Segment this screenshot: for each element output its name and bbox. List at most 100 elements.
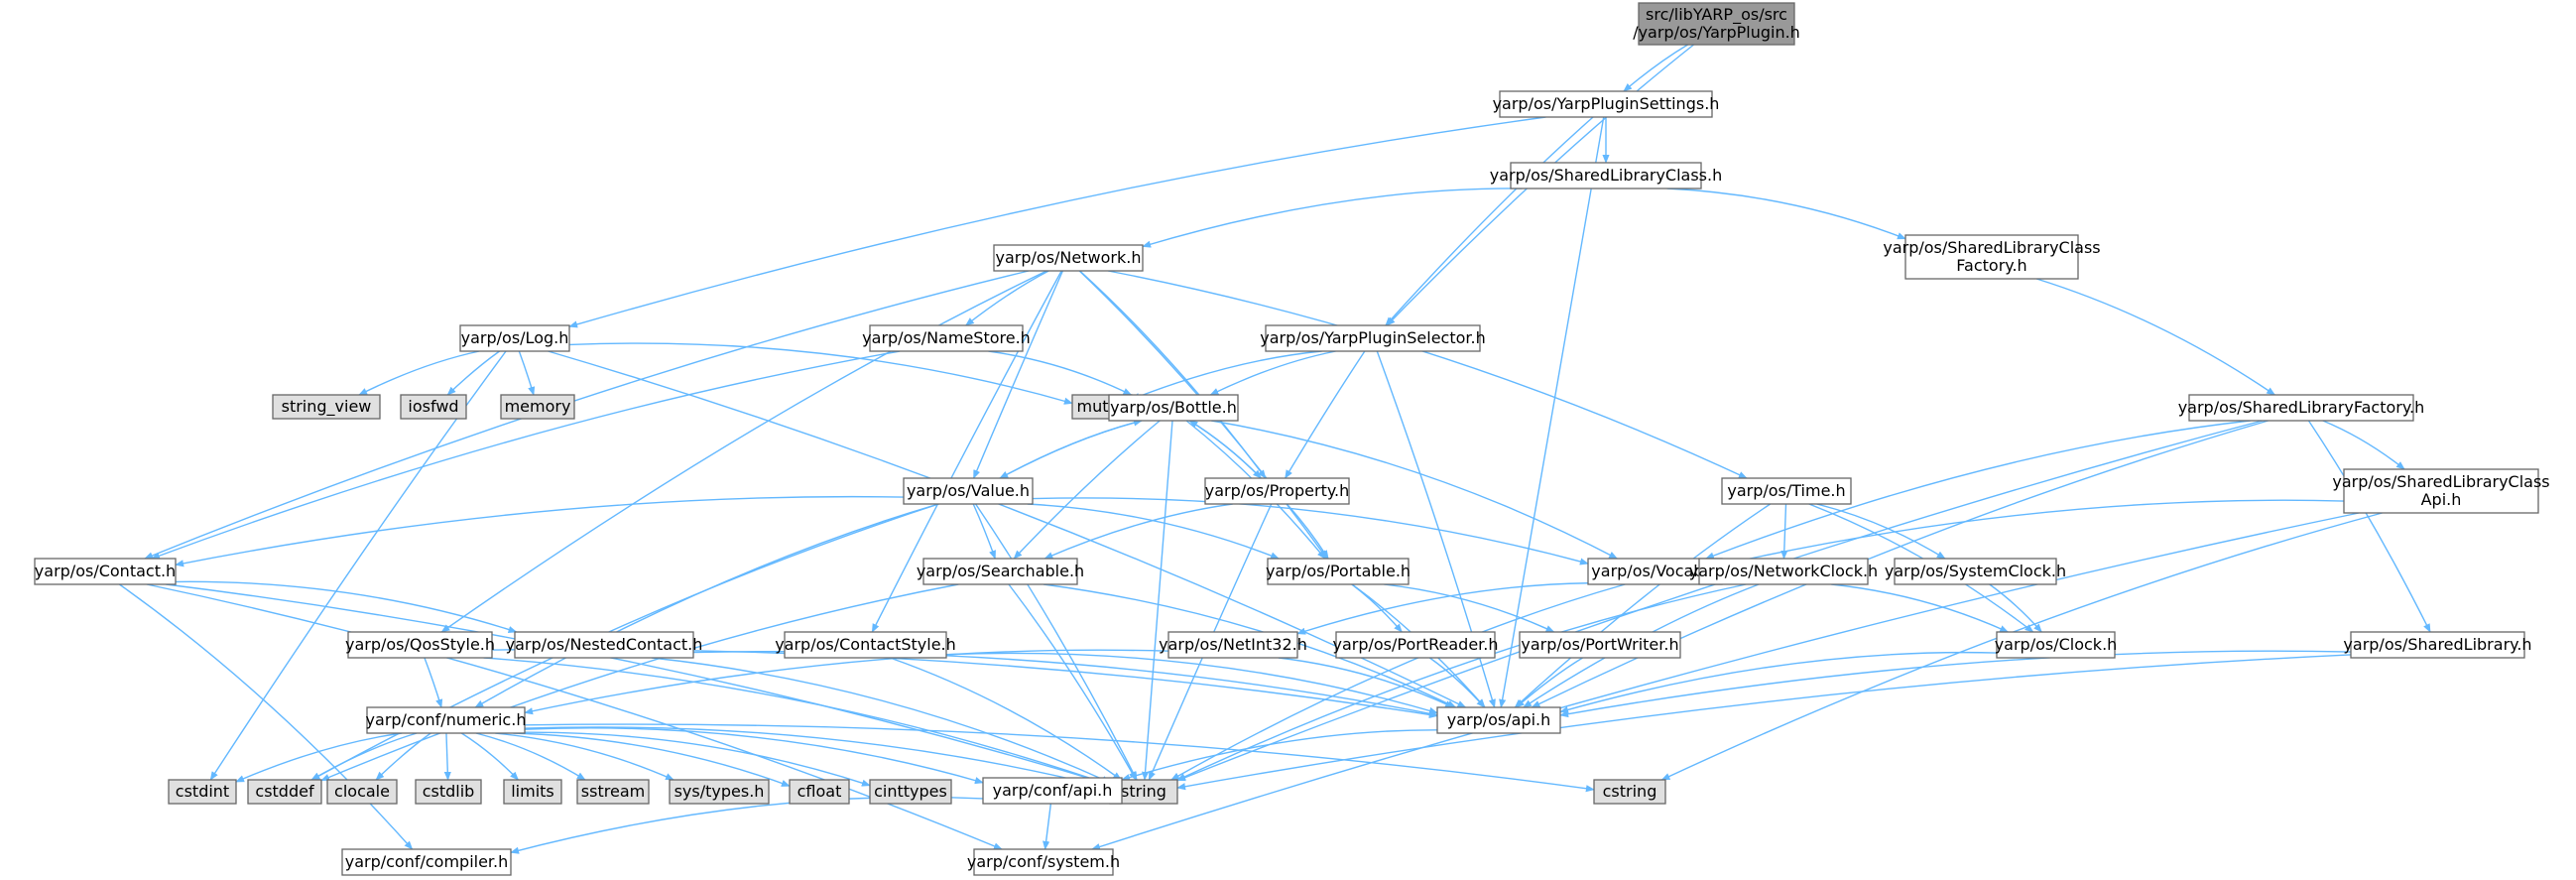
edge-log-to-string_view bbox=[358, 350, 480, 396]
node-box bbox=[2350, 631, 2525, 659]
node-plugin-selector[interactable]: yarp/os/YarpPluginSelector.h bbox=[1260, 324, 1486, 352]
edge-network_clock-to-clock bbox=[1831, 583, 2010, 633]
edge-numeric-to-cstdint bbox=[235, 732, 403, 783]
node-box bbox=[1904, 234, 2079, 280]
edge-numeric-to-cfloat bbox=[513, 732, 791, 787]
node-value[interactable]: yarp/os/Value.h bbox=[903, 477, 1034, 505]
node-label: iosfwd bbox=[408, 397, 458, 416]
node-contact-style[interactable]: yarp/os/ContactStyle.h bbox=[775, 631, 956, 659]
edge-plugin_selector-to-property bbox=[1285, 350, 1366, 479]
node-shlib-class[interactable]: yarp/os/SharedLibraryClass.h bbox=[1490, 162, 1723, 189]
node-qos[interactable]: yarp/os/QosStyle.h bbox=[345, 631, 495, 659]
node-port-reader[interactable]: yarp/os/PortReader.h bbox=[1332, 631, 1499, 659]
edge-qos-to-numeric bbox=[424, 657, 443, 708]
node-network[interactable]: yarp/os/Network.h bbox=[993, 244, 1144, 272]
edge-searchable-to-cstddef bbox=[320, 583, 959, 782]
node-box bbox=[366, 706, 526, 734]
node-numeric[interactable]: yarp/conf/numeric.h bbox=[366, 706, 527, 734]
node-box bbox=[500, 394, 575, 420]
node-conf-api[interactable]: yarp/conf/api.h bbox=[982, 777, 1123, 805]
edge-shlib_class_api-to-vocab bbox=[1721, 499, 2345, 566]
node-box bbox=[1108, 394, 1239, 422]
node-bottle[interactable]: yarp/os/Bottle.h bbox=[1108, 394, 1239, 422]
node-label: yarp/os/Network.h bbox=[996, 248, 1142, 267]
node-label: cstdint bbox=[176, 782, 229, 801]
edge-contact_style-to-os_api bbox=[945, 652, 1438, 714]
node-label: yarp/conf/numeric.h bbox=[366, 710, 527, 729]
node-box bbox=[789, 779, 850, 805]
node-root: src/libYARP_os/src/yarp/os/YarpPlugin.h bbox=[1633, 2, 1800, 46]
node-box bbox=[982, 777, 1123, 805]
node-property[interactable]: yarp/os/Property.h bbox=[1204, 477, 1350, 505]
edge-shlib_class-to-network bbox=[1142, 188, 1523, 248]
node-port-writer[interactable]: yarp/os/PortWriter.h bbox=[1519, 631, 1681, 659]
edge-netint32-to-numeric bbox=[524, 649, 1169, 715]
node-box bbox=[1204, 477, 1350, 505]
node-box bbox=[2343, 468, 2539, 514]
node-label: cstring bbox=[1603, 782, 1657, 801]
node-box bbox=[1721, 477, 1852, 505]
edge-numeric-to-cstdlib bbox=[443, 732, 451, 781]
node-label: yarp/os/PortWriter.h bbox=[1521, 635, 1678, 654]
node-box bbox=[400, 394, 467, 420]
node-box bbox=[2188, 394, 2414, 422]
node-label: yarp/os/SharedLibraryClass bbox=[2332, 472, 2549, 491]
edge-searchable-to-string bbox=[1008, 583, 1137, 781]
node-label: Factory.h bbox=[1956, 256, 2026, 275]
edge-shlib_factory-to-shlib bbox=[2307, 420, 2431, 633]
edge-bottle-to-string bbox=[1141, 420, 1173, 781]
node-label: yarp/os/Vocab.h bbox=[1591, 562, 1718, 580]
node-box bbox=[247, 779, 322, 805]
node-nested-contact[interactable]: yarp/os/NestedContact.h bbox=[506, 631, 703, 659]
node-box bbox=[1519, 631, 1681, 659]
node-plugin-settings[interactable]: yarp/os/YarpPluginSettings.h bbox=[1493, 90, 1720, 118]
edge-value-to-contact bbox=[175, 495, 905, 567]
node-time[interactable]: yarp/os/Time.h bbox=[1721, 477, 1852, 505]
node-shlib-factory[interactable]: yarp/os/SharedLibraryFactory.h bbox=[2178, 394, 2425, 422]
node-clock[interactable]: yarp/os/Clock.h bbox=[1995, 631, 2118, 659]
edge-bottle-to-value bbox=[999, 420, 1143, 479]
node-compiler[interactable]: yarp/conf/compiler.h bbox=[341, 848, 512, 876]
node-label: string bbox=[1121, 782, 1166, 801]
edge-os_api-to-conf_api bbox=[1121, 729, 1438, 782]
node-system[interactable]: yarp/conf/system.h bbox=[967, 848, 1120, 876]
edge-plugin_settings-to-os_api bbox=[1499, 116, 1605, 708]
edge-vocab-to-netint32 bbox=[1296, 582, 1589, 635]
node-log[interactable]: yarp/os/Log.h bbox=[459, 324, 570, 352]
node-shlib[interactable]: yarp/os/SharedLibrary.h bbox=[2343, 631, 2532, 659]
edge-qos-to-string bbox=[483, 657, 1111, 786]
node-searchable[interactable]: yarp/os/Searchable.h bbox=[917, 558, 1084, 585]
node-contact[interactable]: yarp/os/Contact.h bbox=[34, 558, 177, 585]
node-label: yarp/os/Clock.h bbox=[1995, 635, 2118, 654]
node-label: sys/types.h bbox=[675, 782, 765, 801]
node-label: yarp/os/Property.h bbox=[1205, 481, 1350, 500]
node-netint32[interactable]: yarp/os/NetInt32.h bbox=[1159, 631, 1307, 659]
node-network-clock[interactable]: yarp/os/NetworkClock.h bbox=[1689, 558, 1878, 585]
edge-time-to-system_clock bbox=[1816, 503, 1946, 560]
node-box bbox=[1894, 558, 2057, 585]
node-systypes: sys/types.h bbox=[669, 779, 770, 805]
node-iosfwd: iosfwd bbox=[400, 394, 467, 420]
node-label: string_view bbox=[282, 397, 372, 417]
edge-log-to-iosfwd bbox=[446, 350, 500, 396]
node-os-api[interactable]: yarp/os/api.h bbox=[1436, 706, 1561, 734]
edge-vocab-to-string bbox=[1170, 583, 1626, 781]
node-label: Api.h bbox=[2421, 490, 2462, 509]
node-system-clock[interactable]: yarp/os/SystemClock.h bbox=[1885, 558, 2066, 585]
node-label: sstream bbox=[581, 782, 645, 801]
edge-time-to-os_api bbox=[1514, 503, 1772, 708]
edge-property-to-bottle bbox=[1188, 420, 1262, 479]
node-namestore[interactable]: yarp/os/NameStore.h bbox=[862, 324, 1031, 352]
dependency-edges bbox=[118, 44, 2431, 854]
node-portable[interactable]: yarp/os/Portable.h bbox=[1266, 558, 1411, 585]
edge-numeric-to-limits bbox=[460, 732, 520, 781]
dependency-nodes: src/libYARP_os/src/yarp/os/YarpPlugin.hy… bbox=[34, 2, 2550, 876]
edge-bottle-to-property bbox=[1188, 420, 1262, 479]
node-label: cinttypes bbox=[874, 782, 947, 801]
node-box bbox=[459, 324, 570, 352]
node-box bbox=[503, 779, 562, 805]
node-label: yarp/os/Time.h bbox=[1727, 481, 1845, 500]
